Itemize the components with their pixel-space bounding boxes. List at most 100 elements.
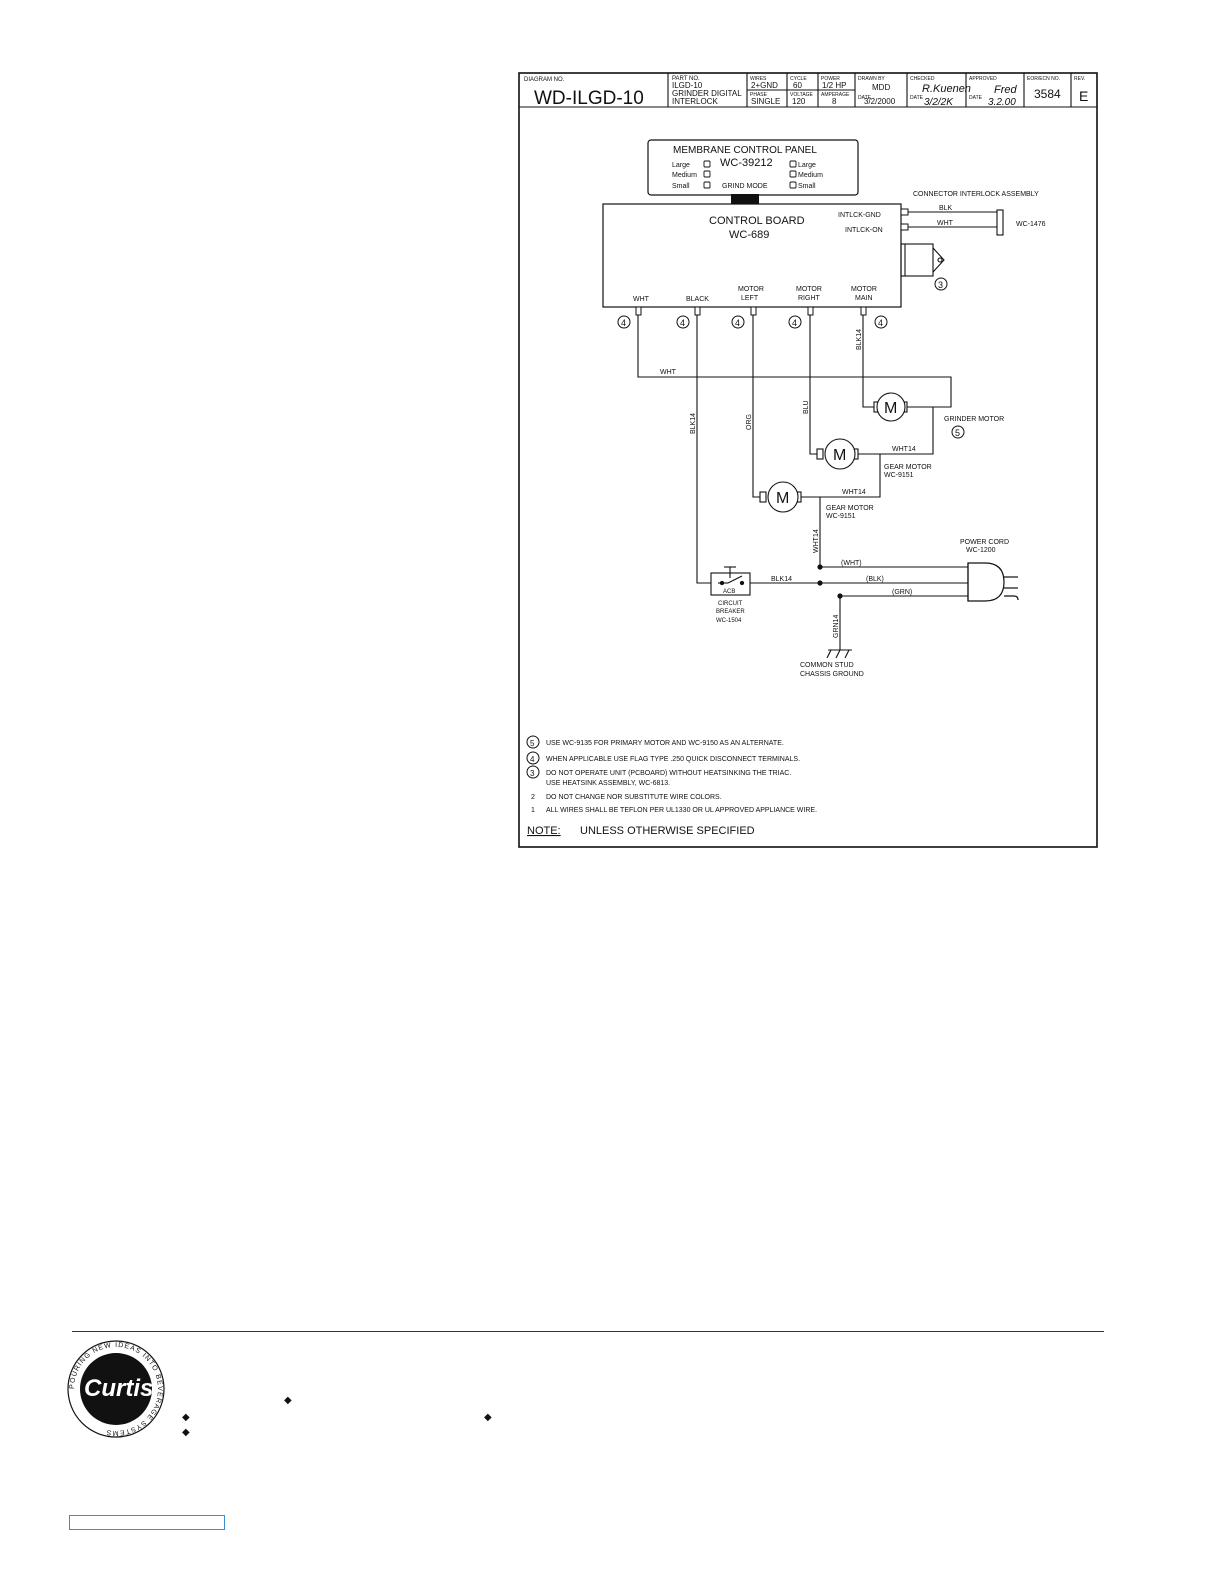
grinder-motor-label: GRINDER MOTOR [944, 416, 1004, 423]
drawing-frame [518, 72, 1098, 848]
power-label: POWER [821, 76, 840, 82]
checked-label: CHECKED [910, 76, 935, 82]
cycle-value: 60 [793, 81, 802, 90]
interlock-wht-label: WHT [937, 220, 954, 227]
voltage-value: 120 [792, 97, 806, 106]
wiring-paths [637, 315, 968, 650]
amperage-label: AMPERAGE [821, 92, 850, 98]
voltage-label: VOLTAGE [790, 92, 814, 98]
approved-label: APPROVED [969, 76, 997, 82]
approved-date: 3.2.00 [988, 97, 1016, 108]
title-block-text: DIAGRAM NO. WD-ILGD-10 PART NO. ILGD-10 … [524, 76, 1088, 109]
gear-motor-upper-label: GEAR MOTOR [884, 464, 932, 471]
note-4-num: 4 [530, 755, 535, 764]
date-value: 3/2/2000 [864, 97, 896, 106]
panel-buttons-left [703, 160, 711, 189]
wire-label-wht14-c: WHT14 [813, 529, 820, 553]
footer-bullet-4: ◆ [182, 1427, 190, 1438]
approved-date-label: DATE [969, 95, 983, 101]
wires-label: WIRES [750, 76, 767, 82]
wire-label-blk14-left: BLK14 [690, 413, 697, 434]
part-no-line-1: ILGD-10 [672, 81, 703, 90]
notes-callouts [526, 735, 540, 779]
note-3-text: DO NOT OPERATE UNIT (PCBOARD) WITHOUT HE… [546, 770, 791, 777]
rev-label: REV. [1074, 76, 1085, 82]
wire-nodes [817, 564, 843, 599]
footer-bullet-1: ◆ [284, 1395, 292, 1406]
panel-left-large: Large [672, 162, 690, 169]
footer-bullet-2: ◆ [182, 1412, 190, 1423]
gear-motor-lower-part: WC-9151 [826, 513, 856, 520]
panel-right-medium: Medium [798, 172, 823, 179]
terminal-black-label: BLACK [686, 296, 709, 303]
wires-value: 2+GND [751, 81, 778, 90]
heatsink-triac-icon [900, 243, 945, 277]
logo-brand: Curtis [84, 1375, 153, 1402]
note-2-text: DO NOT CHANGE NOR SUBSTITUTE WIRE COLORS… [546, 794, 722, 801]
circuit-breaker [710, 566, 751, 596]
control-board-part: WC-689 [729, 229, 769, 241]
grinder-motor-symbol: M [884, 400, 897, 417]
title-block [519, 73, 1097, 108]
breaker-label-1: CIRCUIT [718, 601, 743, 607]
interlock-part: WC-1476 [1016, 221, 1046, 228]
intlck-on-label: INTLCK-ON [845, 227, 883, 234]
breaker-label-2: BREAKER [716, 609, 745, 615]
gear-motor-upper-symbol: M [833, 447, 846, 464]
wire-label-blu: BLU [803, 400, 810, 414]
note-footer-label: NOTE: [527, 825, 561, 837]
ground-symbol [826, 649, 852, 659]
amperage-value: 8 [832, 97, 837, 106]
gear-motor-upper-part: WC-9151 [884, 472, 914, 479]
breaker-label-3: WC-1504 [716, 618, 742, 624]
ribbon-connector [731, 194, 759, 204]
interlock-title: CONNECTOR INTERLOCK ASSEMBLY [913, 191, 1039, 198]
control-panel-part: WC-39212 [720, 157, 773, 169]
panel-buttons-right [789, 160, 797, 189]
ground-label-1: COMMON STUD [800, 662, 854, 669]
note-3-text-2: USE HEATSINK ASSEMBLY, WC-6813. [546, 780, 670, 787]
note-footer-text: UNLESS OTHERWISE SPECIFIED [580, 825, 755, 837]
control-panel-title: MEMBRANE CONTROL PANEL [673, 145, 817, 156]
power-cord-plug [967, 562, 1019, 602]
note-3-num: 3 [530, 769, 535, 778]
board-terminals [635, 208, 909, 316]
ecn-label: EOR/ECN NO. [1027, 76, 1060, 82]
panel-left-small: Small [672, 183, 690, 190]
rev-value: E [1079, 88, 1088, 104]
phase-value: SINGLE [751, 97, 780, 106]
drawn-by-label: DRAWN BY [858, 76, 885, 82]
gear-motor-lower [759, 481, 802, 513]
wire-label-blk14-main: BLK14 [856, 329, 863, 350]
gear-motor-lower-label: GEAR MOTOR [826, 505, 874, 512]
power-value: 1/2 HP [822, 81, 846, 90]
part-no-label: PART NO. [672, 76, 700, 82]
callout-markers [617, 277, 965, 439]
interlock-blk-label: BLK [939, 205, 953, 212]
note-1-num: 1 [531, 807, 535, 814]
cycle-label: CYCLE [790, 76, 807, 82]
wire-label-wht14-b: WHT14 [842, 489, 866, 496]
grind-mode-label: GRIND MODE [722, 183, 768, 190]
terminal-wht-label: WHT [633, 296, 650, 303]
checked-signature: R.Kuenen [922, 83, 971, 95]
intlck-gnd-label: INTLCK-GND [838, 212, 881, 219]
part-no-line-3: INTERLOCK [672, 97, 718, 106]
diagram-no-label: DIAGRAM NO. [524, 77, 565, 83]
callout-4-left: 4 [735, 318, 740, 328]
note-5-text: USE WC-9135 FOR PRIMARY MOTOR AND WC-915… [546, 740, 784, 747]
callout-4-right: 4 [792, 318, 797, 328]
callout-4-main: 4 [878, 318, 883, 328]
power-cord-label: POWER CORD [960, 539, 1009, 546]
grinder-motor [873, 392, 908, 422]
note-4-text: WHEN APPLICABLE USE FLAG TYPE .250 QUICK… [546, 756, 800, 763]
callout-4-wht: 4 [621, 318, 626, 328]
wire-label-blk14-cb: BLK14 [771, 576, 792, 583]
callout-4-black: 4 [680, 318, 685, 328]
wire-label-org: ORG [746, 414, 753, 430]
ecn-value: 3584 [1034, 87, 1061, 101]
callout-5-grinder: 5 [955, 428, 960, 438]
